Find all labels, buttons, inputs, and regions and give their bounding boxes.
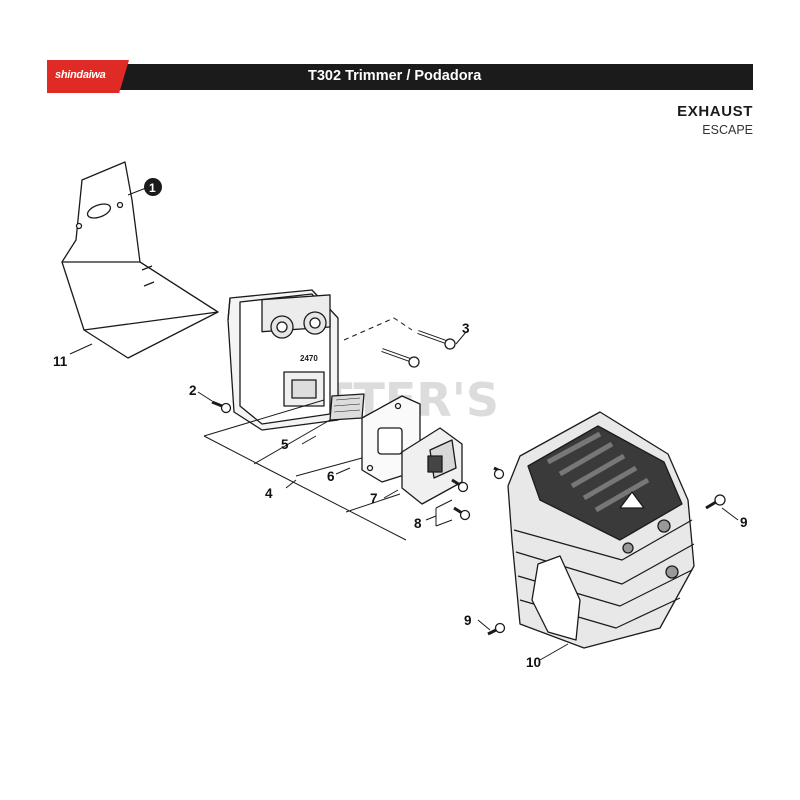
callout-1-marker: [144, 178, 162, 196]
callout-6: 6: [327, 469, 335, 484]
callout-9-left: 9: [464, 613, 472, 628]
header-bar: [47, 64, 753, 90]
muffler-bolt-part: [381, 330, 456, 368]
assembly-bracket-line: [203, 435, 407, 541]
callout-2: 2: [189, 383, 197, 398]
brand-logo: shindaiwa: [47, 60, 129, 93]
callout-8: 8: [414, 516, 422, 531]
bracket-line-8b: [435, 519, 453, 527]
callout-7: 7: [370, 491, 378, 506]
callout-11: 11: [53, 354, 68, 369]
screw-part-8: [451, 466, 505, 521]
bracket-line-top: [203, 399, 325, 437]
callout-4: 4: [265, 486, 273, 501]
callout-9-right: 9: [740, 515, 748, 530]
heat-shield-part: [61, 161, 219, 359]
muffler-part: 2470: [227, 289, 339, 431]
screw-part-9: [487, 494, 726, 636]
callout-leaders: [69, 187, 739, 661]
bracket-line-8a: [435, 499, 453, 509]
screw-part-2: [211, 400, 232, 414]
deflector-part: [401, 427, 463, 505]
bracket-line-5: [253, 419, 331, 465]
callout-1: 1: [149, 181, 156, 195]
model-title: T302 Trimmer / Podadora: [308, 68, 482, 84]
brand-logo-text: shindaiwa: [55, 69, 106, 81]
callout-5: 5: [281, 437, 289, 452]
bracket-line-6: [295, 457, 363, 477]
dashed-leader: [343, 317, 413, 341]
callout-3: 3: [462, 321, 470, 336]
muffler-cover-part: [507, 411, 695, 649]
section-subtitle: ESCAPE: [702, 123, 753, 137]
muffler-stamp: 2470: [300, 354, 318, 363]
callout-10: 10: [526, 655, 541, 670]
bracket-line-7: [345, 493, 401, 513]
spark-screen-part: [329, 393, 365, 421]
section-title: EXHAUST: [677, 103, 753, 120]
